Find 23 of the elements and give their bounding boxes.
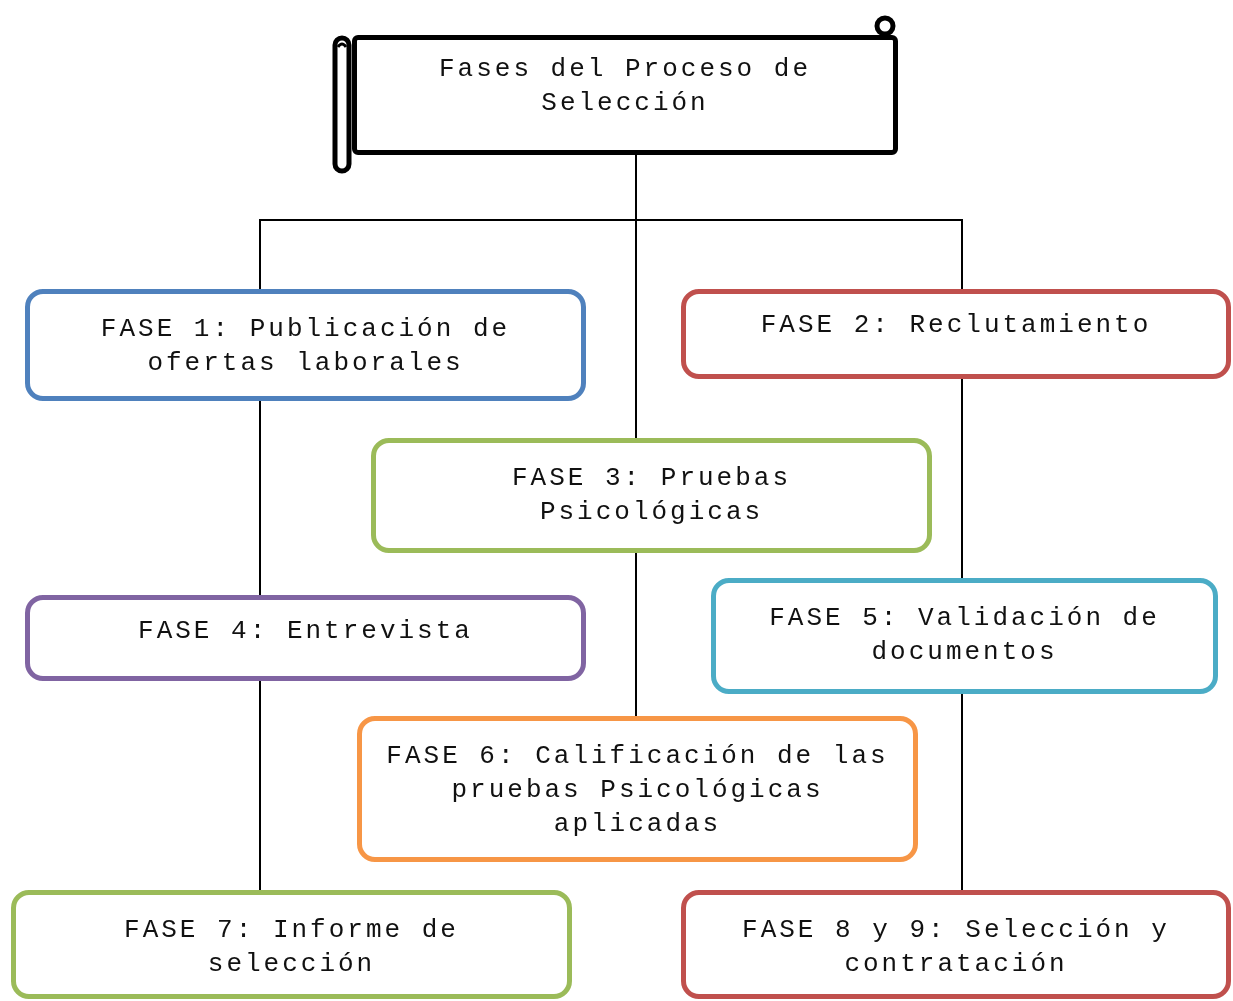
phase-label: FASE 8 y 9: Selección y contratación: [741, 914, 1171, 981]
connector-line: [961, 378, 963, 579]
connector-line: [635, 552, 637, 717]
phase-box: [681, 890, 1231, 999]
connector-line: [259, 680, 261, 891]
connector-line: [259, 400, 261, 596]
phase-box: [681, 289, 1231, 379]
phase-label: FASE 6: Calificación de las pruebas Psicológicas aplicadas: [385, 740, 890, 841]
phase-label: FASE 7: Informe de selección: [123, 914, 460, 981]
phase-label: FASE 3: Pruebas Psicológicas: [510, 462, 792, 529]
phase-box: [371, 438, 932, 553]
scroll-banner: [352, 35, 898, 155]
phase-label: FASE 5: Validación de documentos: [768, 602, 1161, 669]
phase-box: [711, 578, 1218, 694]
banner-label: Fases del Proceso de Selección: [437, 53, 813, 120]
phase-label: FASE 4: Entrevista: [137, 615, 474, 648]
phase-box: [11, 890, 572, 999]
phase-label: FASE 2: Reclutamiento: [759, 309, 1153, 342]
connector-line: [961, 693, 963, 891]
phase-label: FASE 1: Publicación de ofertas laborales: [99, 313, 512, 380]
phase-box: [25, 289, 586, 401]
phase-box: [357, 716, 918, 862]
phase-box: [25, 595, 586, 681]
